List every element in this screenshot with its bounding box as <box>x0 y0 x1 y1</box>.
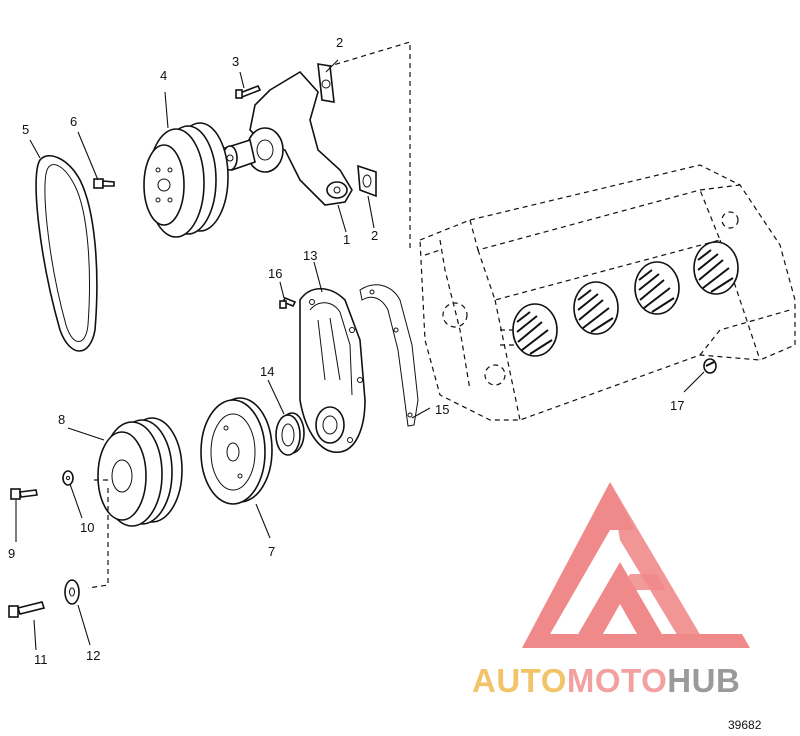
callout-3: 3 <box>232 54 239 69</box>
leader-lines <box>15 59 705 651</box>
timing-cover-gasket <box>359 284 419 427</box>
balancer-washer <box>64 579 80 605</box>
drive-belt <box>35 155 98 352</box>
watermark-text-auto: AUTO <box>472 662 567 699</box>
water-pump-pulley <box>143 122 229 238</box>
watermark-text-hub: HUB <box>667 662 740 699</box>
callout-8: 8 <box>58 412 65 427</box>
callout-6: 6 <box>70 114 77 129</box>
callout-1: 1 <box>343 232 350 247</box>
watermark-text: AUTOMOTOHUB <box>472 662 740 699</box>
watermark-triangle-logo <box>522 482 750 648</box>
cover-bolt <box>279 296 297 309</box>
callout-7: 7 <box>268 544 275 559</box>
watermark-text-moto: MOTO <box>567 662 667 699</box>
balancer-bolt <box>8 601 46 618</box>
callout-labels: 1 2 2 3 4 5 6 7 8 9 10 11 12 13 14 15 16… <box>8 35 684 667</box>
callout-15: 15 <box>435 402 449 417</box>
lock-washer <box>62 470 74 486</box>
pulley-bolt-short <box>10 488 38 500</box>
callout-14: 14 <box>260 364 274 379</box>
pump-bolt <box>235 84 262 99</box>
pump-gasket-lower <box>357 164 377 198</box>
callout-10: 10 <box>80 520 94 535</box>
crankshaft-pulley <box>87 417 183 589</box>
pump-gasket-upper <box>317 63 335 103</box>
timing-cover <box>299 287 366 453</box>
callout-16: 16 <box>268 266 282 281</box>
harmonic-balancer <box>200 397 273 505</box>
callout-12: 12 <box>86 648 100 663</box>
callout-9: 9 <box>8 546 15 561</box>
callout-17: 17 <box>670 398 684 413</box>
automotohub-watermark: AUTOMOTOHUB <box>472 482 750 699</box>
front-seal <box>275 412 305 456</box>
callout-11: 11 <box>34 652 48 667</box>
pulley-bolt <box>93 178 115 189</box>
block-plug <box>703 358 717 374</box>
callout-13: 13 <box>303 248 317 263</box>
callout-5: 5 <box>22 122 29 137</box>
figure-number: 39682 <box>728 718 762 732</box>
water-pump <box>222 70 353 206</box>
callout-2a: 2 <box>336 35 343 50</box>
callout-4: 4 <box>160 68 167 83</box>
engine-block <box>329 41 796 421</box>
cylinder-bores <box>512 241 739 357</box>
callout-2b: 2 <box>371 228 378 243</box>
